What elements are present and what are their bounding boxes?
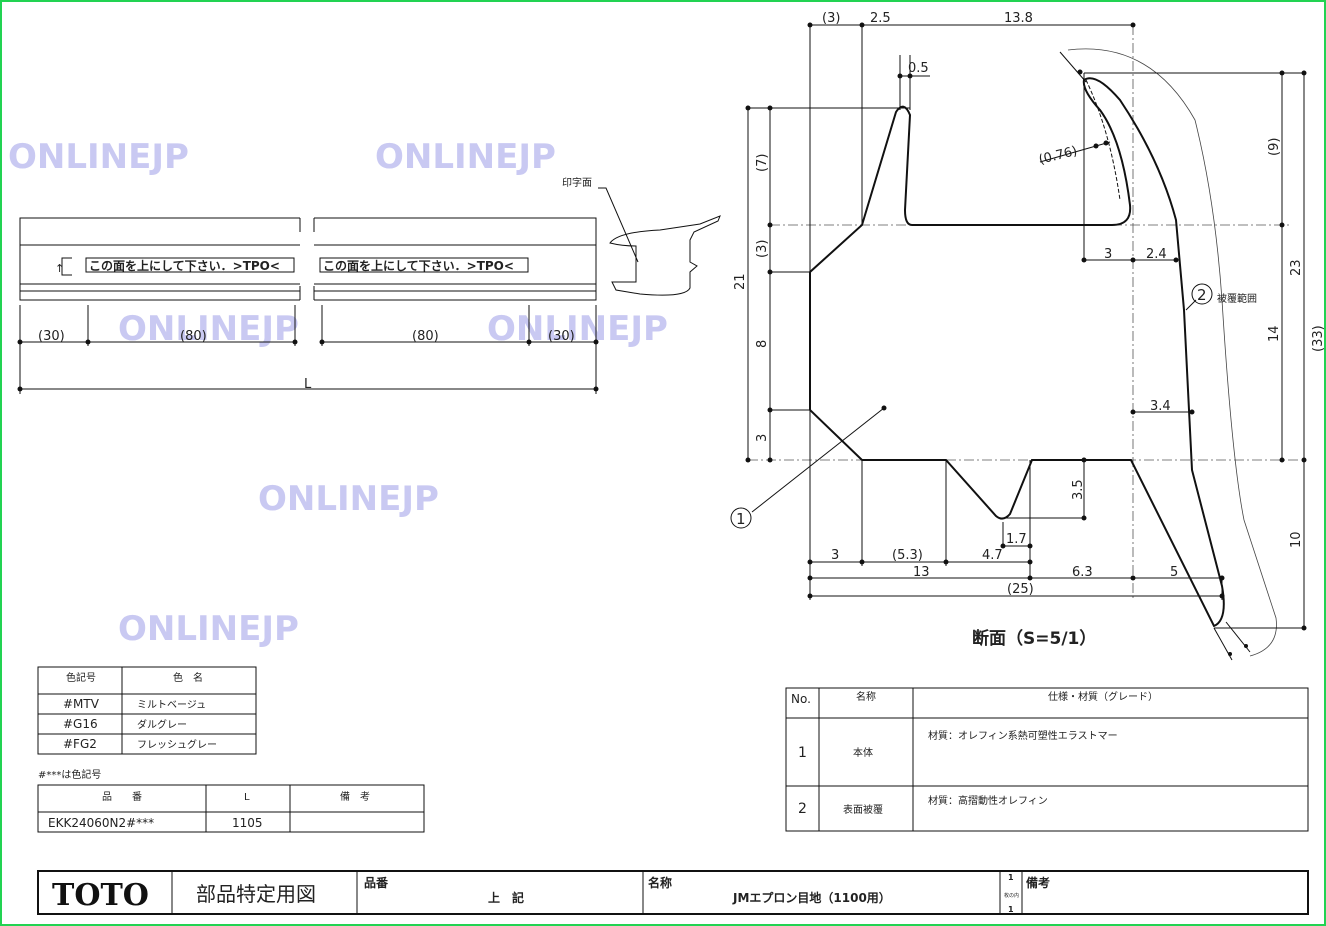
dim-label: 3	[1104, 247, 1112, 262]
watermarks: ONLINEJP ONLINEJP ONLINEJP ONLINEJP ONLI…	[8, 137, 668, 649]
remarks-label: 備考	[1026, 875, 1050, 890]
dim-label: 3	[755, 434, 770, 442]
print-face-label: 印字面	[562, 176, 592, 189]
brand-logo: TOTO	[52, 878, 149, 913]
coating-label: 被覆範囲	[1217, 292, 1257, 305]
dim-label: 2.4	[1146, 247, 1167, 262]
dim-label: 13	[913, 565, 930, 580]
sheet-number: 1	[1008, 905, 1014, 914]
dim-label: (7)	[755, 154, 770, 172]
table-cell: #G16	[63, 717, 98, 731]
dim-label: 0.5	[908, 61, 929, 76]
watermark: ONLINEJP	[118, 609, 299, 649]
table-header: 色 名	[173, 671, 203, 684]
dim-label: (3)	[755, 240, 770, 258]
print-text: この面を上にして下さい．>TPO<	[323, 258, 514, 273]
name-label: 名称	[648, 875, 672, 890]
table-cell: EKK24060N2#***	[48, 816, 154, 830]
watermark: ONLINEJP	[118, 309, 299, 349]
watermark: ONLINEJP	[258, 479, 439, 519]
table-header: 品 番	[102, 791, 142, 803]
color-table: 色記号 色 名 #MTV ミルトベージュ #G16 ダルグレー #FG2 フレッ…	[37, 666, 257, 781]
dim-label: (5.3)	[892, 548, 923, 563]
arrow-marker-icon: ↑	[55, 262, 64, 275]
dim-label: 4.7	[982, 548, 1003, 563]
cross-section: (3) 2.5 13.8 0.5 (7) (3) 8 3 21 (9) 14 2…	[730, 11, 1326, 661]
side-profile: 印字面	[562, 176, 721, 296]
table-header: No.	[791, 692, 811, 706]
table-header: L	[244, 792, 250, 803]
table-cell: 2	[798, 801, 807, 817]
table-header: 仕様・材質（グレード）	[1048, 690, 1158, 703]
section-title: 断面（S=5/1）	[972, 628, 1096, 649]
dim-label: (9)	[1267, 138, 1282, 156]
dim-label: 13.8	[1004, 11, 1033, 26]
callout-1: 1	[736, 510, 746, 528]
table-cell: #FG2	[63, 737, 97, 751]
watermark: ONLINEJP	[487, 309, 668, 349]
dim-label: 8	[755, 340, 770, 348]
table-cell: 材質：オレフィン系熱可塑性エラストマー	[928, 729, 1118, 742]
dim-label: 5	[1170, 565, 1178, 580]
sheet-of: 枚の内	[1004, 892, 1019, 899]
dim-label: (80)	[180, 329, 207, 344]
title-block: TOTO 部品特定用図 品番 上 記 名称 JMエプロン目地（1100用） 1 …	[37, 870, 1309, 915]
watermark: ONLINEJP	[8, 137, 189, 177]
color-note: #***は色記号	[38, 768, 101, 781]
table-cell: 本体	[853, 746, 873, 759]
name-value: JMエプロン目地（1100用）	[732, 890, 891, 905]
dim-label: 23	[1289, 259, 1304, 276]
dim-label: 21	[733, 273, 748, 290]
dim-label: 2.5	[870, 11, 891, 26]
table-cell: ダルグレー	[137, 718, 187, 731]
sheet-count: 1	[1008, 873, 1014, 882]
print-text: この面を上にして下さい．>TPO<	[89, 258, 280, 273]
dim-label: (25)	[1007, 582, 1034, 597]
part-no-value: 上 記	[488, 890, 524, 905]
spec-table: No. 名称 仕様・材質（グレード） 1 本体 材質：オレフィン系熱可塑性エラス…	[785, 687, 1309, 832]
dim-label: (80)	[412, 329, 439, 344]
part-table: 品 番 L 備 考 EKK24060N2#*** 1105	[37, 784, 425, 833]
table-cell: 材質：高摺動性オレフィン	[928, 794, 1048, 807]
doc-type: 部品特定用図	[196, 882, 316, 906]
dim-label: 3.5	[1071, 479, 1086, 500]
watermark: ONLINEJP	[375, 137, 556, 177]
table-header: 備 考	[340, 790, 370, 803]
dim-label: 6.3	[1072, 565, 1093, 580]
table-header: 色記号	[66, 671, 96, 684]
dim-label: 14	[1267, 325, 1282, 342]
dim-label: (0.76)	[1037, 144, 1079, 168]
table-cell: 表面被覆	[843, 803, 883, 816]
elevation-view: ↑ この面を上にして下さい．>TPO< この面を上にして下さい．>TPO< (3…	[17, 217, 599, 394]
dim-label: 1.7	[1006, 532, 1027, 547]
dim-label: (30)	[38, 329, 65, 344]
dim-label: (30)	[548, 329, 575, 344]
table-cell: フレッシュグレー	[137, 738, 217, 751]
callout-2: 2	[1197, 286, 1207, 304]
table-cell: ミルトベージュ	[137, 699, 206, 711]
table-cell: #MTV	[63, 697, 100, 711]
dim-label: 3	[831, 548, 839, 563]
dim-label: 3.4	[1150, 399, 1171, 414]
part-no-label: 品番	[364, 875, 389, 890]
dim-label: 10	[1289, 531, 1304, 548]
dim-label: (3)	[822, 11, 840, 26]
table-cell: 1	[798, 745, 807, 761]
table-cell: 1105	[232, 816, 263, 830]
table-header: 名称	[856, 690, 876, 703]
length-label: L	[304, 377, 312, 392]
dim-label: (33)	[1311, 325, 1326, 352]
